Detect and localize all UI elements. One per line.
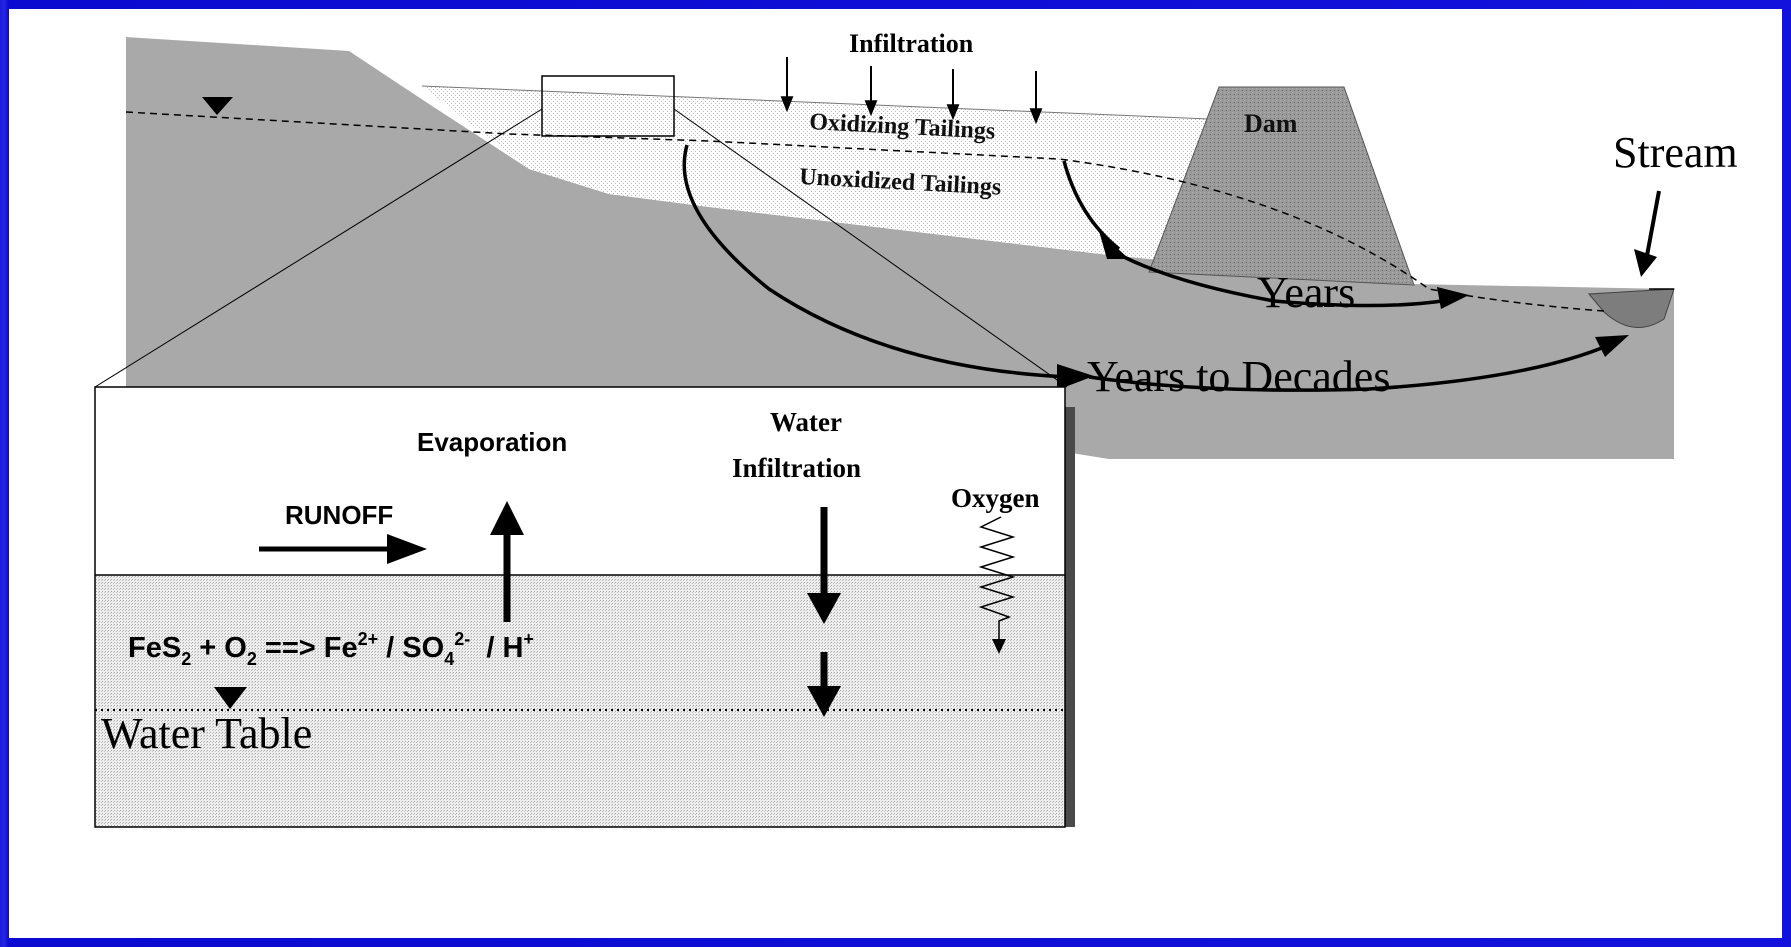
bedrock-ground xyxy=(126,37,1674,459)
years-to-decades-label: Years to Decades xyxy=(1087,352,1390,401)
runoff-label: RUNOFF xyxy=(285,500,393,530)
slide-canvas: Infiltration Oxidizing Tailings Unoxidiz… xyxy=(9,9,1782,938)
dam-structure xyxy=(1148,86,1415,286)
flow-path-years-to-decades xyxy=(682,144,1070,379)
mine-tailings-diagram: Infiltration Oxidizing Tailings Unoxidiz… xyxy=(94,29,1738,828)
oxygen-diffusion-squiggle xyxy=(978,516,1016,645)
inset-water-table-triangle-icon xyxy=(214,687,247,709)
evaporation-label: Evaporation xyxy=(417,427,567,457)
infiltration-label: Infiltration xyxy=(849,29,974,58)
zoom-highlight-box xyxy=(541,75,675,137)
stream-pointer-arrow xyxy=(1644,190,1661,262)
flow-path-years xyxy=(1062,160,1121,251)
dam-label: Dam xyxy=(1244,109,1298,138)
water-table-label: Water Table xyxy=(101,709,312,758)
stream-label: Stream xyxy=(1613,128,1738,177)
water-table-triangle-icon xyxy=(202,97,233,115)
oxygen-label: Oxygen xyxy=(951,483,1040,513)
infiltration-arrows xyxy=(780,57,1043,125)
water-infiltration-label-line1: Water xyxy=(770,407,842,437)
stream-channel xyxy=(1587,288,1675,328)
inset-panel xyxy=(94,386,1066,828)
years-label: Years xyxy=(1257,268,1355,317)
oxidation-reaction: FeS2 + O2 ==> Fe2+ / SO42- / H+ xyxy=(128,629,534,669)
water-table-line xyxy=(125,111,1605,312)
water-infiltration-label-line2: Infiltration xyxy=(732,453,861,483)
